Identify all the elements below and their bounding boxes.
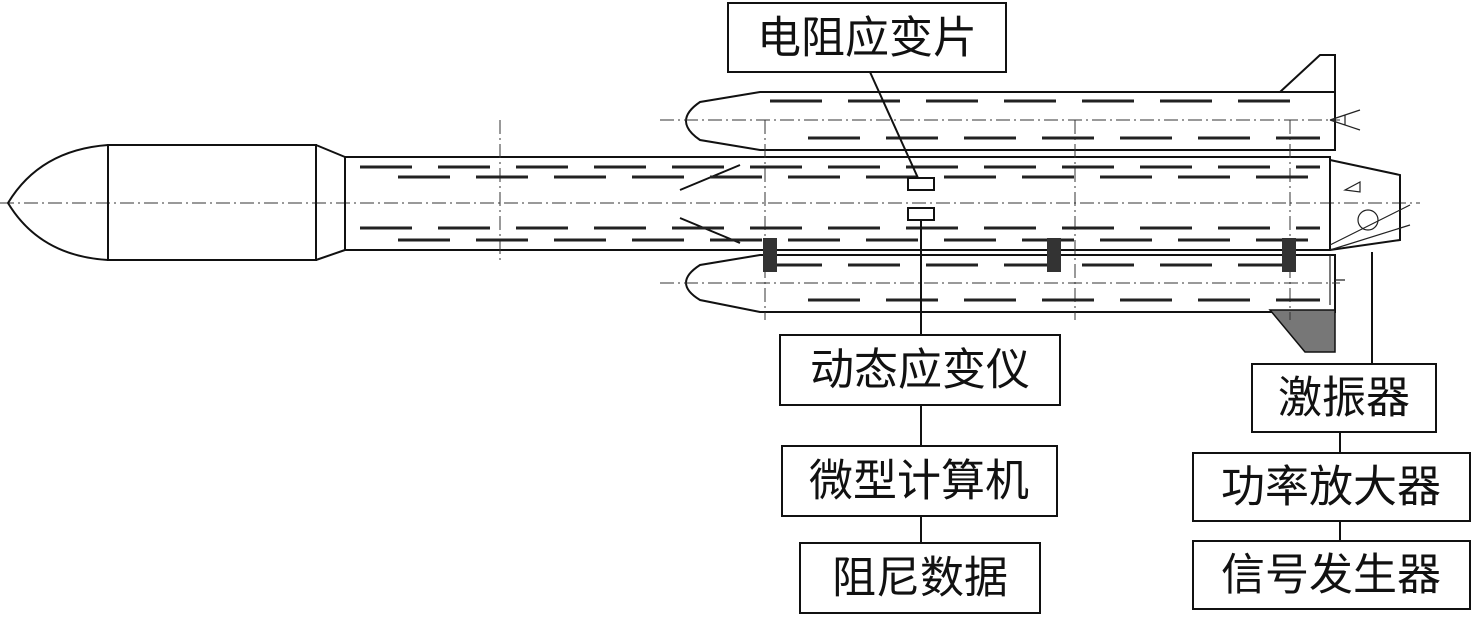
strain-gauge-icon	[907, 177, 935, 191]
core-stage	[344, 156, 1331, 251]
fixed-base-hatched	[1268, 309, 1336, 353]
power-amplifier-box: 功率放大器	[1192, 452, 1471, 522]
microcomputer-label: 微型计算机	[809, 456, 1029, 507]
fairing-transition	[315, 144, 346, 261]
signal-generator-label: 信号发生器	[1221, 550, 1441, 601]
microcomputer-box: 微型计算机	[781, 445, 1058, 517]
rocket-drawing	[0, 54, 1420, 353]
exciter-box: 激振器	[1251, 363, 1437, 433]
tail-nozzle-symbol	[1329, 109, 1361, 131]
strain-gauge-box: 电阻应变片	[727, 2, 1007, 73]
upper-booster	[685, 91, 1336, 151]
strain-gauge-label: 电阻应变片	[757, 13, 977, 64]
dynamic-strain-meter-label: 动态应变仪	[810, 345, 1030, 396]
damping-data-label: 阻尼数据	[832, 553, 1008, 604]
signal-generator-box: 信号发生器	[1192, 540, 1471, 610]
nose-cone	[6, 144, 109, 261]
tail-section	[1329, 159, 1401, 251]
tail-triangle	[1343, 181, 1361, 193]
stage-structure-lines	[360, 99, 1320, 302]
exciter-rods	[1329, 204, 1411, 251]
section-lines	[499, 119, 1340, 320]
exciter-attachment	[1329, 255, 1345, 305]
dynamic-strain-meter-box: 动态应变仪	[779, 334, 1061, 406]
lower-booster	[685, 254, 1336, 313]
connector-lines	[869, 71, 1373, 543]
tail-nozzle-circle	[1357, 209, 1379, 231]
booster-attach-joints	[763, 238, 1296, 272]
damping-data-box: 阻尼数据	[799, 542, 1041, 614]
tail-fin	[1279, 54, 1336, 93]
strain-gauge-icon	[907, 207, 935, 221]
payload-fairing	[107, 144, 317, 261]
exciter-label: 激振器	[1278, 373, 1410, 424]
power-amplifier-label: 功率放大器	[1221, 462, 1441, 513]
